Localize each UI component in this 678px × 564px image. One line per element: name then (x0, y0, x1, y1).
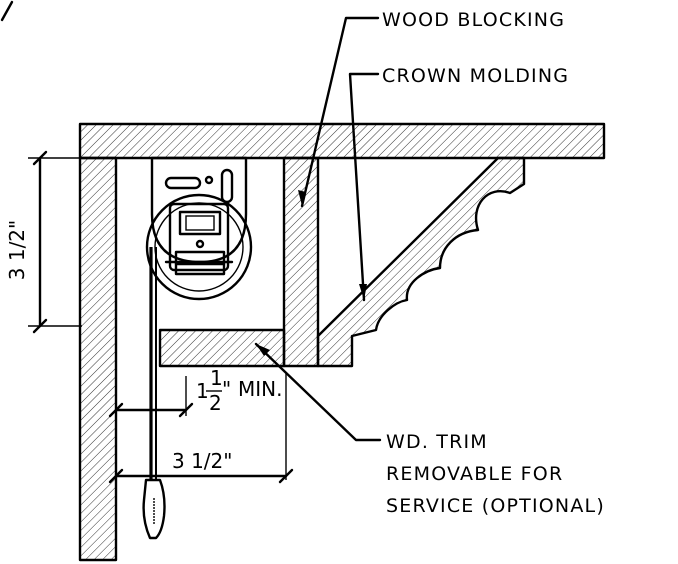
crown-molding (316, 156, 526, 368)
wood-trim-label-line2: REMOVABLE FOR (386, 463, 563, 485)
shade-fabric (149, 247, 157, 480)
wood-blocking (282, 156, 320, 368)
min-offset-dimension (108, 376, 194, 418)
horizontal-dimension (108, 372, 294, 484)
wood-trim-label-line3: SERVICE (OPTIONAL) (386, 495, 605, 517)
min-offset-denominator: 2 (209, 391, 222, 415)
horizontal-dimension-label: 3 1/2" (172, 449, 232, 473)
leader-lines (254, 16, 382, 442)
wood-trim-label-line1: WD. TRIM (386, 431, 488, 453)
min-offset-whole: 1 (196, 379, 209, 403)
wood-trim-arrowhead (256, 344, 270, 356)
min-offset-numerator: 1 (210, 366, 223, 390)
crown-molding-leader (348, 72, 380, 302)
vertical-dimension-label: 3 1/2" (5, 220, 29, 280)
ceiling-slab (78, 122, 606, 160)
hembar-pull (142, 478, 166, 540)
bracket-slot-horizontal (164, 176, 202, 190)
min-offset-min-label: MIN. (238, 377, 282, 401)
crown-molding-label: CROWN MOLDING (382, 65, 569, 87)
corner-mark (0, 0, 14, 22)
wood-blocking-arrowhead (298, 190, 306, 206)
wood-blocking-label: WOOD BLOCKING (382, 9, 565, 31)
min-offset-inch-mark: " (222, 377, 231, 401)
vertical-dimension (28, 150, 82, 334)
wood-trim-leader (254, 342, 382, 442)
left-wall (78, 156, 118, 562)
wood-trim (158, 328, 286, 368)
clutch-mechanism (164, 202, 234, 276)
bracket-screw-hole (204, 175, 214, 185)
crown-molding-arrowhead (359, 284, 367, 300)
wood-blocking-leader (300, 16, 380, 208)
bracket-slot-vertical (220, 168, 234, 204)
